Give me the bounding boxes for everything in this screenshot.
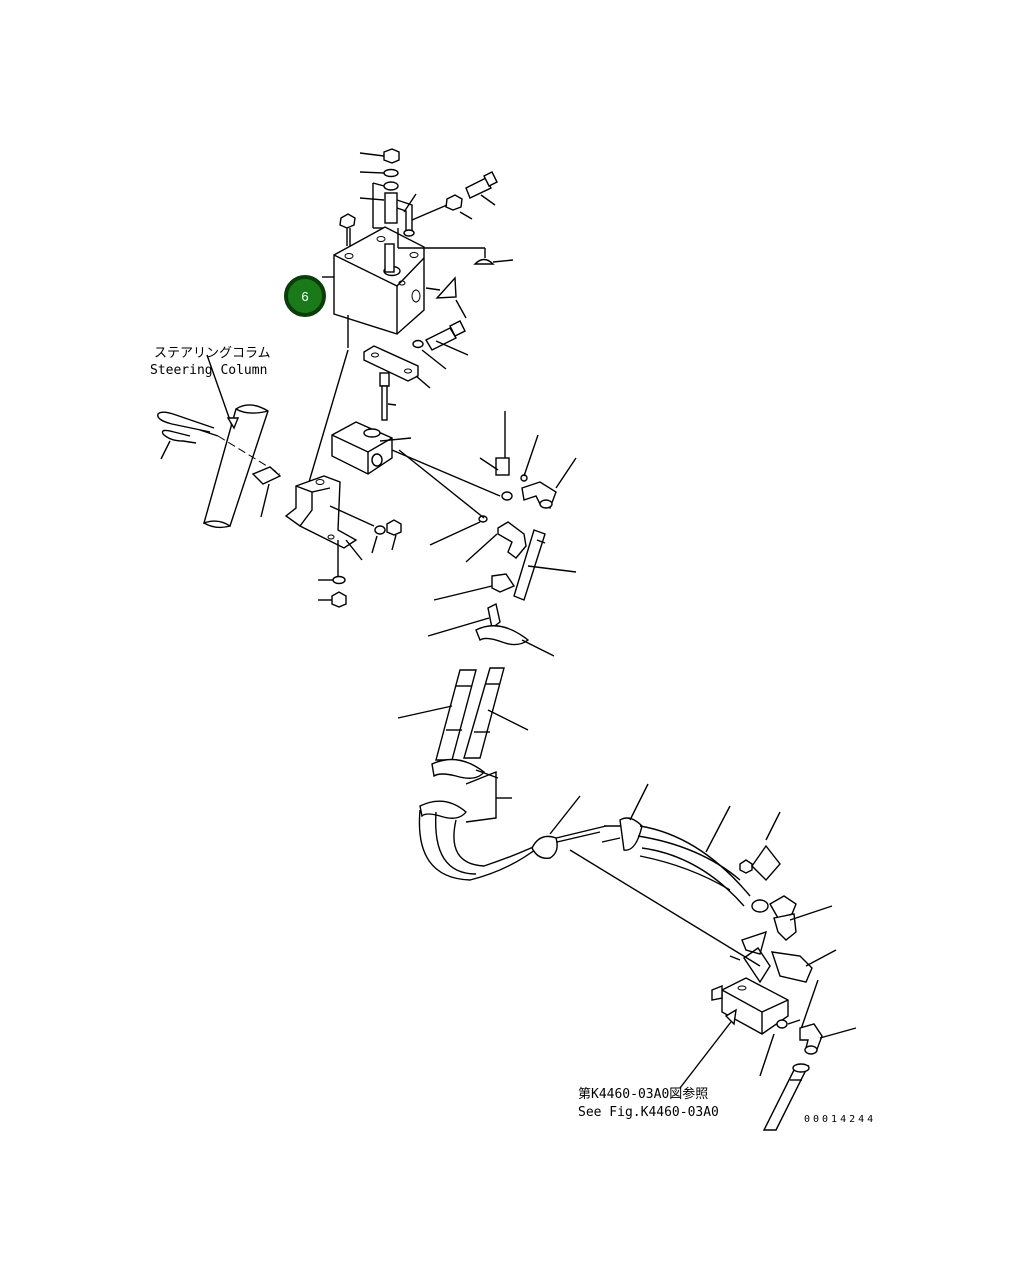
long-adapter bbox=[513, 529, 577, 601]
lower-clamp bbox=[419, 758, 512, 823]
u-bolt bbox=[157, 411, 219, 460]
valve-block bbox=[322, 226, 514, 348]
clamp-plate bbox=[363, 345, 431, 389]
block-fitting bbox=[412, 320, 469, 370]
callout-6: 6 bbox=[284, 275, 326, 317]
steering-column bbox=[202, 354, 269, 529]
steering-column-label-en: Steering Column bbox=[150, 363, 267, 378]
bottom-valve bbox=[679, 977, 857, 1089]
fittings-upper-right bbox=[398, 411, 577, 563]
small-valve-block bbox=[308, 349, 501, 497]
lower-right-assembly bbox=[569, 849, 837, 1033]
right-hoses bbox=[619, 783, 833, 941]
bracket-hardware bbox=[318, 519, 402, 608]
steering-column-label-jp: ステアリングコラム bbox=[154, 346, 271, 361]
see-figure-label-en: See Fig.K4460-03A0 bbox=[578, 1105, 719, 1120]
left-bolt bbox=[339, 213, 356, 246]
dashed-link bbox=[217, 435, 282, 518]
center-bolt bbox=[379, 372, 397, 421]
middle-clips bbox=[427, 573, 555, 657]
see-figure-label-jp: 第K4460-03A0図参照 bbox=[578, 1086, 708, 1102]
top-bolt-stack bbox=[359, 148, 417, 237]
parallel-hoses bbox=[397, 667, 529, 761]
hose-bend bbox=[418, 795, 622, 881]
mounting-bracket bbox=[284, 475, 375, 582]
drawing-number: 00014244 bbox=[804, 1114, 876, 1125]
top-right-bolt bbox=[411, 171, 498, 221]
callout-number: 6 bbox=[301, 289, 308, 304]
bottom-hose-end bbox=[762, 1063, 810, 1131]
